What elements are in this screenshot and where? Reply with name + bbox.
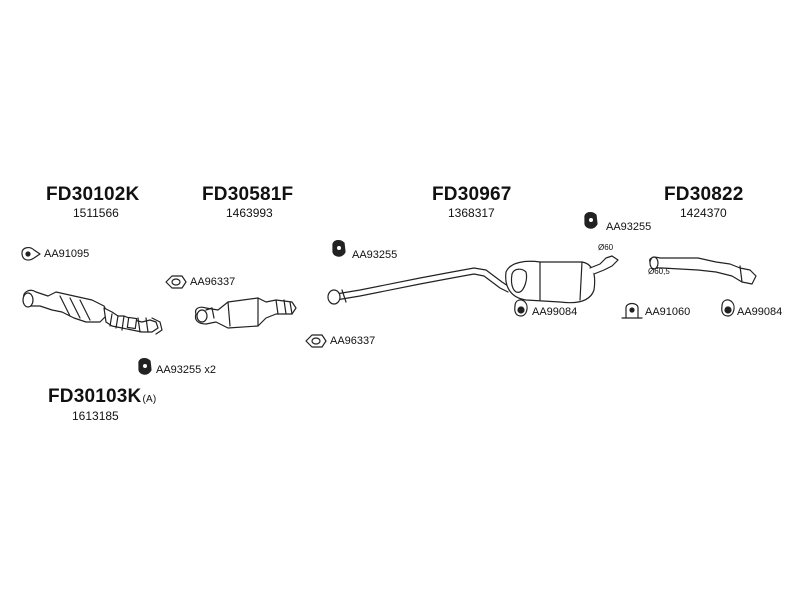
rubber-mount-icon	[584, 212, 598, 229]
clamp-icon	[621, 302, 643, 319]
fitting-label: AA91060	[645, 306, 691, 318]
assembly-ref: 1368317	[448, 206, 495, 220]
fitting-label: AA93255	[606, 221, 652, 233]
fitting-label: AA96337	[330, 335, 376, 347]
tail-pipe-part	[649, 256, 757, 285]
fitting-label: AA93255 x2	[156, 364, 216, 376]
middle-silencer-part	[327, 255, 619, 305]
fitting-label: AA96337	[190, 276, 236, 288]
assembly-code-text: FD30103K	[48, 386, 142, 407]
diameter-label: Ø60,5	[648, 267, 670, 276]
gasket-ring-icon	[305, 334, 327, 348]
fitting-label: AA91095	[44, 248, 90, 260]
rubber-mount-icon	[332, 240, 346, 257]
fitting-label: AA99084	[737, 306, 783, 318]
fitting-label: AA93255	[352, 249, 398, 261]
assembly-ref: 1511566	[73, 206, 119, 220]
catalyst-part	[194, 297, 297, 329]
diameter-label: Ø60	[598, 243, 614, 252]
front-catalyst-part	[22, 289, 163, 335]
assembly-ref: 1463993	[226, 206, 273, 220]
assembly-code: FD30822	[664, 184, 744, 205]
assembly-code: FD30581F	[202, 184, 294, 205]
assembly-code: FD30103K(A)	[48, 386, 156, 408]
assembly-code: FD30967	[432, 184, 512, 205]
assembly-suffix: (A)	[142, 394, 157, 405]
fitting-label: AA99084	[532, 306, 578, 318]
rubber-mount-icon	[138, 358, 152, 375]
assembly-ref: 1424370	[680, 206, 727, 220]
assembly-ref: 1613185	[72, 409, 119, 423]
rubber-mount-icon	[721, 299, 735, 317]
assembly-code: FD30102K	[46, 184, 140, 205]
hanger-icon	[21, 247, 41, 261]
rubber-mount-icon	[514, 299, 528, 317]
gasket-ring-icon	[165, 275, 187, 289]
